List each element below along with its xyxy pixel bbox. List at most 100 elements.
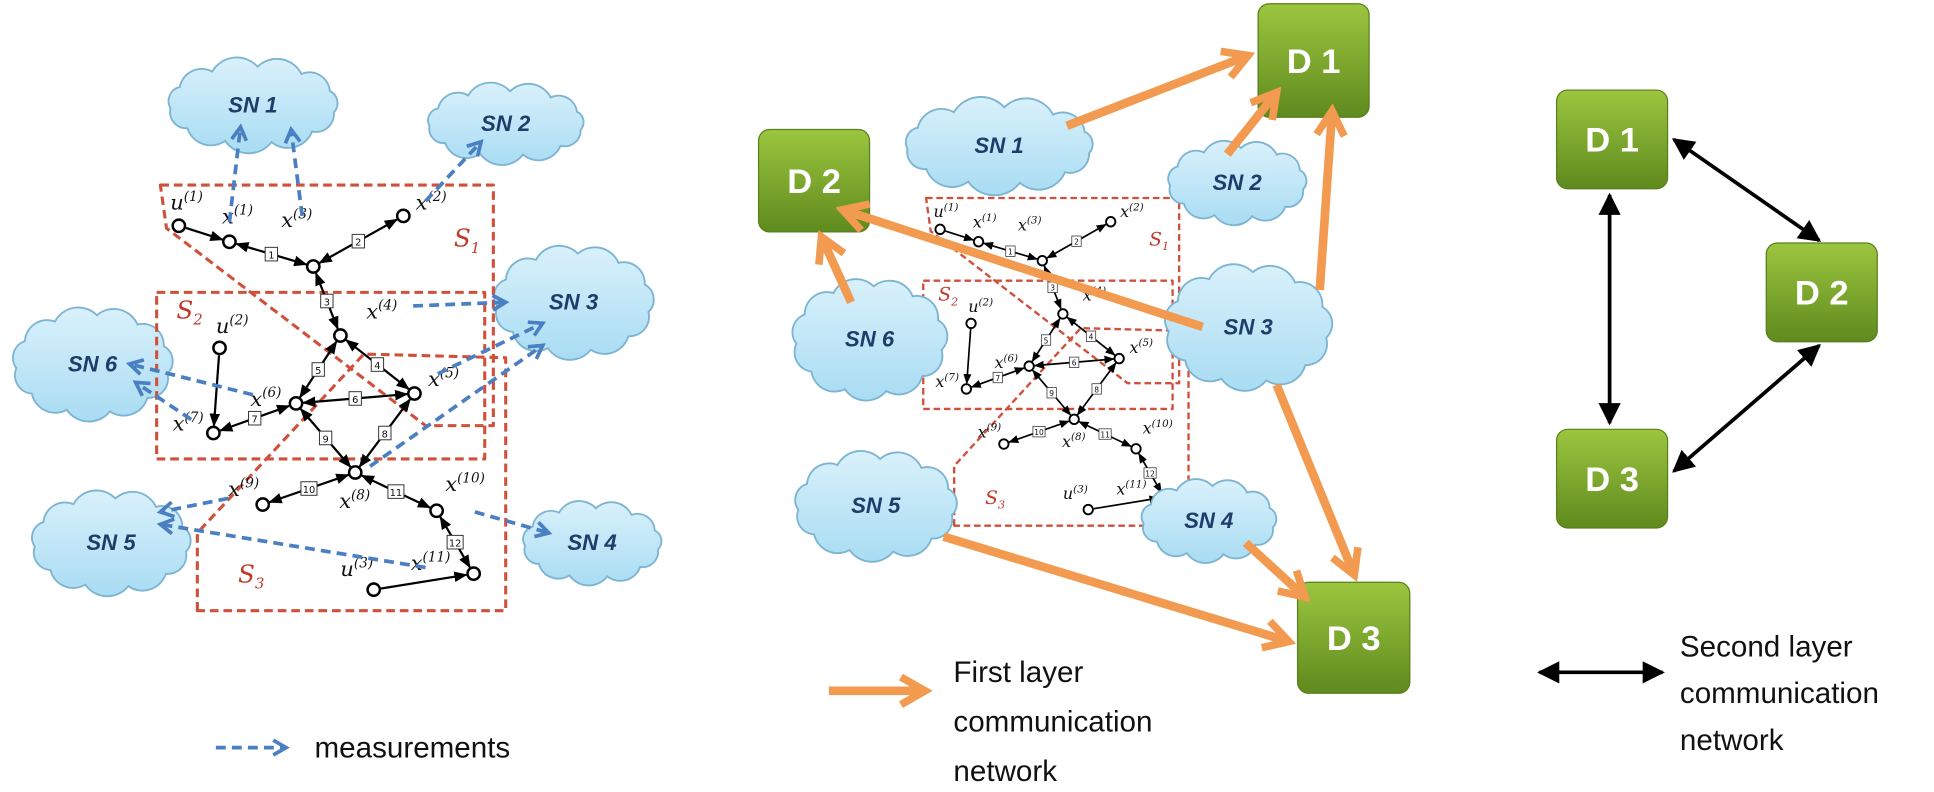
node-label-x10: x(10): [1143, 418, 1173, 438]
device-label: D 2: [787, 163, 841, 201]
subsystem-2-label: S2: [176, 295, 202, 328]
node-x4: [1057, 308, 1069, 320]
subsystem-2-border: [155, 290, 487, 461]
node-u1: [934, 223, 946, 236]
subsystem-3-label: S3: [238, 559, 264, 592]
node-superscript: (9): [240, 475, 259, 491]
edge-label: 9: [322, 434, 328, 445]
first-layer-arrow: [1320, 111, 1332, 291]
legend-second-layer-label-3: network: [1680, 724, 1784, 757]
edge-label-box: [1143, 467, 1157, 479]
node-x2: [395, 208, 411, 224]
link-d2-d3: [1672, 343, 1821, 473]
edge-label-box: [1071, 235, 1082, 247]
node-u2: [965, 317, 977, 330]
subsystem-index: 2: [192, 311, 202, 328]
node-label-u1: u(1): [934, 201, 959, 221]
cloud-sn5: SN 5: [31, 489, 192, 598]
subsystem-1-label: S1: [454, 224, 480, 257]
device-d3: D 3: [1555, 428, 1669, 529]
node-superscript: (10): [457, 470, 485, 486]
device-label: D 3: [1327, 620, 1381, 658]
measurement-arrow: [156, 496, 229, 519]
legend-first-layer-label-2: communication: [953, 706, 1152, 739]
cloud-sn1: SN 1: [904, 95, 1094, 197]
node-superscript: (11): [423, 549, 451, 565]
node-superscript: (8): [1071, 431, 1086, 443]
device-d3: D 3: [1296, 581, 1411, 694]
first-layer-arrow: [821, 237, 855, 305]
cloud-shape: [522, 500, 663, 587]
measurement-arrow: [474, 510, 553, 539]
node-superscript: (2): [1129, 201, 1144, 213]
subsystem-index: 2: [950, 294, 958, 308]
process-graph: S1S2S3123456789101112u(1)x(1)x(3)x(2)x(4…: [155, 183, 508, 613]
edge-label: 12: [1145, 469, 1155, 478]
subsystem-index: 3: [255, 575, 264, 592]
node-x10: [1130, 443, 1142, 455]
edge-label: 10: [1034, 428, 1044, 437]
node-label-x7: x(7): [173, 410, 204, 436]
subsystem-1-border: [158, 183, 495, 428]
legend-first-layer-label-3: network: [953, 755, 1057, 788]
cloud-label: SN 3: [549, 290, 599, 315]
cloud-sn4: SN 4: [1140, 478, 1278, 564]
legend-measurements-label: measurements: [315, 731, 511, 764]
edge-label: 8: [382, 429, 388, 440]
node-label-x5: x(5): [1129, 337, 1153, 357]
node-superscript: (1): [944, 201, 959, 213]
device-box: [1555, 428, 1669, 529]
node-superscript: (4): [378, 298, 397, 314]
edge-label: 11: [1100, 430, 1110, 439]
first-layer-arrow: [1272, 383, 1355, 575]
edge-label-box: [351, 233, 365, 249]
edge-u1-x1: [945, 230, 975, 242]
edge-label-box: [1032, 426, 1046, 438]
device-label: D 2: [1795, 275, 1849, 313]
cloud-sn6: SN 6: [12, 306, 174, 423]
edge-label-box: [300, 481, 318, 496]
edge-label: 1: [268, 250, 274, 261]
device-label: D 1: [1287, 43, 1341, 81]
node-superscript: (5): [1138, 337, 1153, 349]
measurement-arrow: [125, 358, 254, 397]
node-superscript: (10): [1152, 418, 1173, 430]
measurement-arrow: [437, 320, 547, 376]
node-x8: [1068, 413, 1080, 426]
subsystem-3-label: S3: [985, 487, 1005, 512]
edge-label-box: [1085, 330, 1097, 342]
node-superscript: (2): [978, 296, 993, 308]
cloud-shape: [794, 449, 958, 563]
edge-label: 7: [995, 374, 1000, 383]
middle-panel-first-layer: S1S2S3123456789101112u(1)x(1)x(3)x(2)x(4…: [757, 3, 1411, 788]
edge-label-box: [264, 246, 279, 262]
subsystem-2-label: S2: [938, 283, 958, 308]
edge-label-box: [320, 293, 334, 309]
edge-label: 7: [252, 415, 258, 426]
node-superscript: (1): [982, 212, 997, 224]
subsystem-1-label: S1: [1149, 228, 1169, 253]
edge-label-box: [1098, 428, 1112, 440]
cloud-label: SN 1: [228, 92, 277, 117]
node-x1: [222, 234, 237, 250]
edge-label: 5: [1044, 336, 1049, 345]
edge-label: 8: [1094, 385, 1099, 394]
edge-label-box: [311, 362, 325, 377]
legend-first-layer-label-1: First layer: [953, 656, 1083, 689]
edge-label-box: [1091, 383, 1102, 395]
edge-label-box: [387, 484, 405, 499]
node-superscript: (2): [229, 312, 248, 328]
edge-label-box: [378, 425, 392, 441]
edge-label: 3: [324, 297, 330, 308]
node-label-u1: u(1): [170, 189, 203, 215]
cloud-label: SN 3: [1224, 314, 1274, 339]
edge-label-box: [1040, 334, 1052, 346]
cloud-sn3: SN 3: [1164, 263, 1334, 392]
node-label-x8: x(8): [339, 488, 370, 514]
node-superscript: (7): [944, 371, 959, 383]
node-u2: [212, 340, 227, 356]
subsystem-index: 3: [998, 498, 1005, 512]
node-x7: [960, 383, 972, 395]
node-label-u3: u(3): [1063, 483, 1088, 503]
